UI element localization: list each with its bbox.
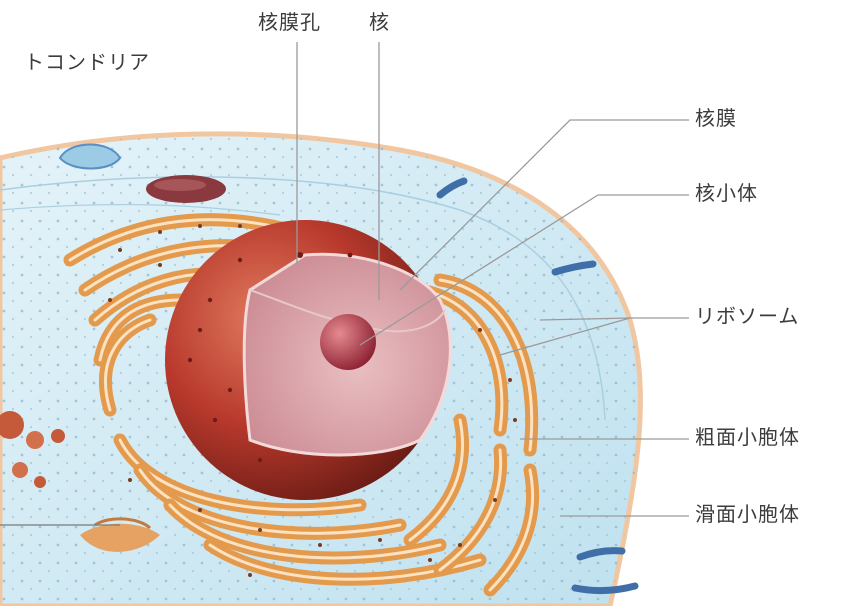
label-mitochondria: トコンドリア: [24, 52, 150, 72]
label-nuclear-envelope: 核膜: [695, 108, 737, 128]
label-ribosome: リボソーム: [695, 306, 799, 326]
label-nucleolus: 核小体: [695, 183, 758, 203]
label-smooth-er: 滑面小胞体: [695, 504, 800, 524]
label-nucleus: 核: [369, 12, 390, 32]
label-nuclear-pore: 核膜孔: [258, 12, 321, 32]
nucleolus-shape: [320, 314, 376, 370]
label-rough-er: 粗面小胞体: [695, 427, 800, 447]
